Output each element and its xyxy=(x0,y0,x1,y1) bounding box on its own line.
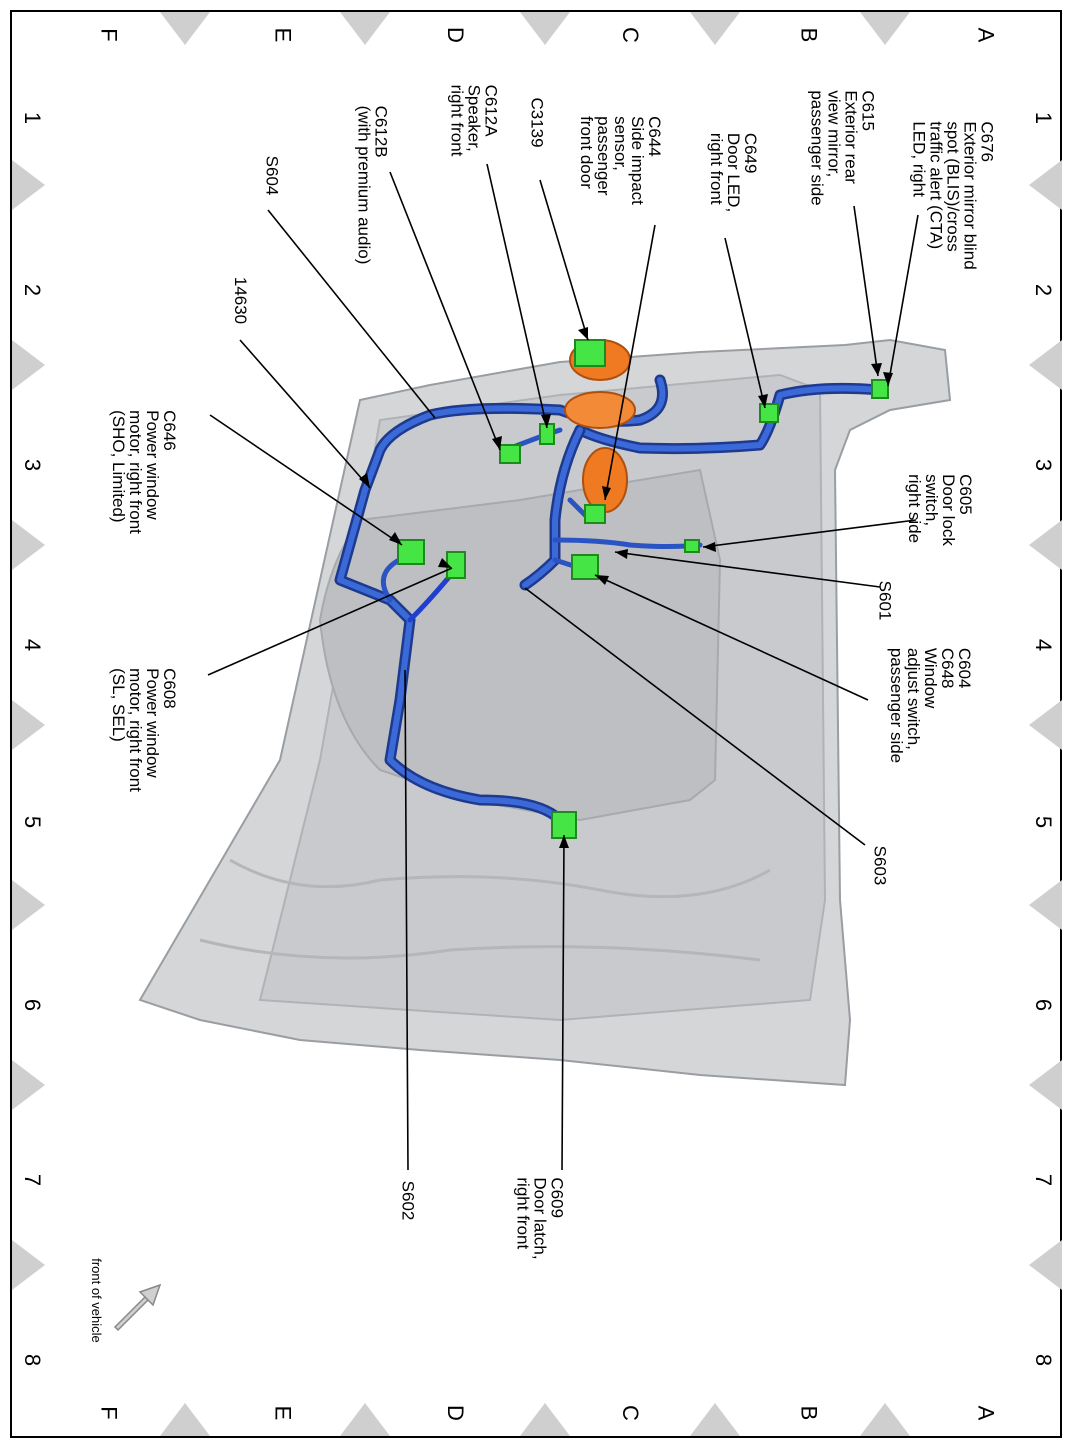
grid-col-5-left: 5 xyxy=(20,815,46,829)
grid-col-6-right: 6 xyxy=(1031,998,1057,1012)
grid-row-d-bottom: D xyxy=(442,1405,468,1421)
grid-row-a-bottom: A xyxy=(972,1405,998,1421)
grid-col-2-right: 2 xyxy=(1031,283,1057,297)
grid-col-2-left: 2 xyxy=(20,283,46,297)
grid-col-1-right: 1 xyxy=(1031,111,1057,125)
leader-arrowheads xyxy=(359,327,893,848)
grid-col-4-left: 4 xyxy=(20,638,46,652)
label-s601: S601 xyxy=(875,580,895,620)
label-c676: C676 Exterior mirror blind spot (BLIS)/c… xyxy=(909,120,997,270)
label-s604: S604 xyxy=(262,155,282,195)
label-c615: C615 Exterior rear view mirror, passenge… xyxy=(807,90,878,206)
label-c612a: C612A Speaker, right front xyxy=(447,84,501,156)
grid-row-c-bottom: C xyxy=(617,1405,643,1421)
connector-c3139 xyxy=(574,339,606,367)
grid-row-c-top: C xyxy=(617,27,643,43)
connectors xyxy=(397,339,889,839)
grid-col-8-right: 8 xyxy=(1031,1353,1057,1367)
connector-c644 xyxy=(584,504,606,524)
grid-col-3-right: 3 xyxy=(1031,458,1057,472)
label-c604: C604 C648 Window adjust switch, passenge… xyxy=(886,647,974,763)
grid-row-d-top: D xyxy=(442,27,468,43)
grid-col-4-right: 4 xyxy=(1031,638,1057,652)
grid-row-f-bottom: F xyxy=(96,1406,122,1420)
front-of-vehicle-label: front of vehicle xyxy=(88,1257,104,1343)
label-c608: C608 Power window motor, right front (SL… xyxy=(108,668,179,792)
grid-row-e-top: E xyxy=(269,27,295,43)
grid-col-3-left: 3 xyxy=(20,458,46,472)
label-14630: 14630 xyxy=(230,276,250,324)
grid-col-8-left: 8 xyxy=(20,1353,46,1367)
label-c649: C649 Door LED, right front xyxy=(706,132,760,212)
label-s602: S602 xyxy=(398,1180,418,1220)
connector-c676 xyxy=(871,379,889,399)
grid-row-e-bottom: E xyxy=(269,1405,295,1421)
grid-row-b-bottom: B xyxy=(795,1405,821,1421)
connector-c612b xyxy=(499,444,521,464)
grid-row-f-top: F xyxy=(96,28,122,42)
connector-c646 xyxy=(397,539,425,565)
label-s603: S603 xyxy=(870,845,890,885)
label-c646: C646 Power window motor, right front (SH… xyxy=(108,410,179,534)
connector-c609 xyxy=(551,811,577,839)
label-c612b: C612B (with premium audio) xyxy=(353,105,390,265)
grid-col-7-right: 7 xyxy=(1031,1173,1057,1187)
connector-c604 xyxy=(571,554,599,580)
label-c3139: C3139 xyxy=(527,96,547,148)
label-c609: C609 Door latch, right front xyxy=(513,1176,567,1260)
front-of-vehicle-arrow-icon xyxy=(113,1283,162,1332)
connector-c608 xyxy=(446,551,466,579)
grid-markers xyxy=(12,12,1062,1436)
grid-row-b-top: B xyxy=(795,27,821,43)
grid-col-7-left: 7 xyxy=(20,1173,46,1187)
connector-c605 xyxy=(684,539,700,553)
door-panel xyxy=(138,338,952,1087)
connector-c649 xyxy=(759,403,779,423)
label-c644: C644 Side impact sensor, passenger front… xyxy=(576,115,664,205)
grid-row-a-top: A xyxy=(972,27,998,43)
label-c605: C605 Door lock switch, right side xyxy=(904,474,975,546)
grid-col-1-left: 1 xyxy=(20,111,46,125)
grid-col-5-right: 5 xyxy=(1031,815,1057,829)
leader-lines xyxy=(207,163,919,1171)
grid-col-6-left: 6 xyxy=(20,998,46,1012)
